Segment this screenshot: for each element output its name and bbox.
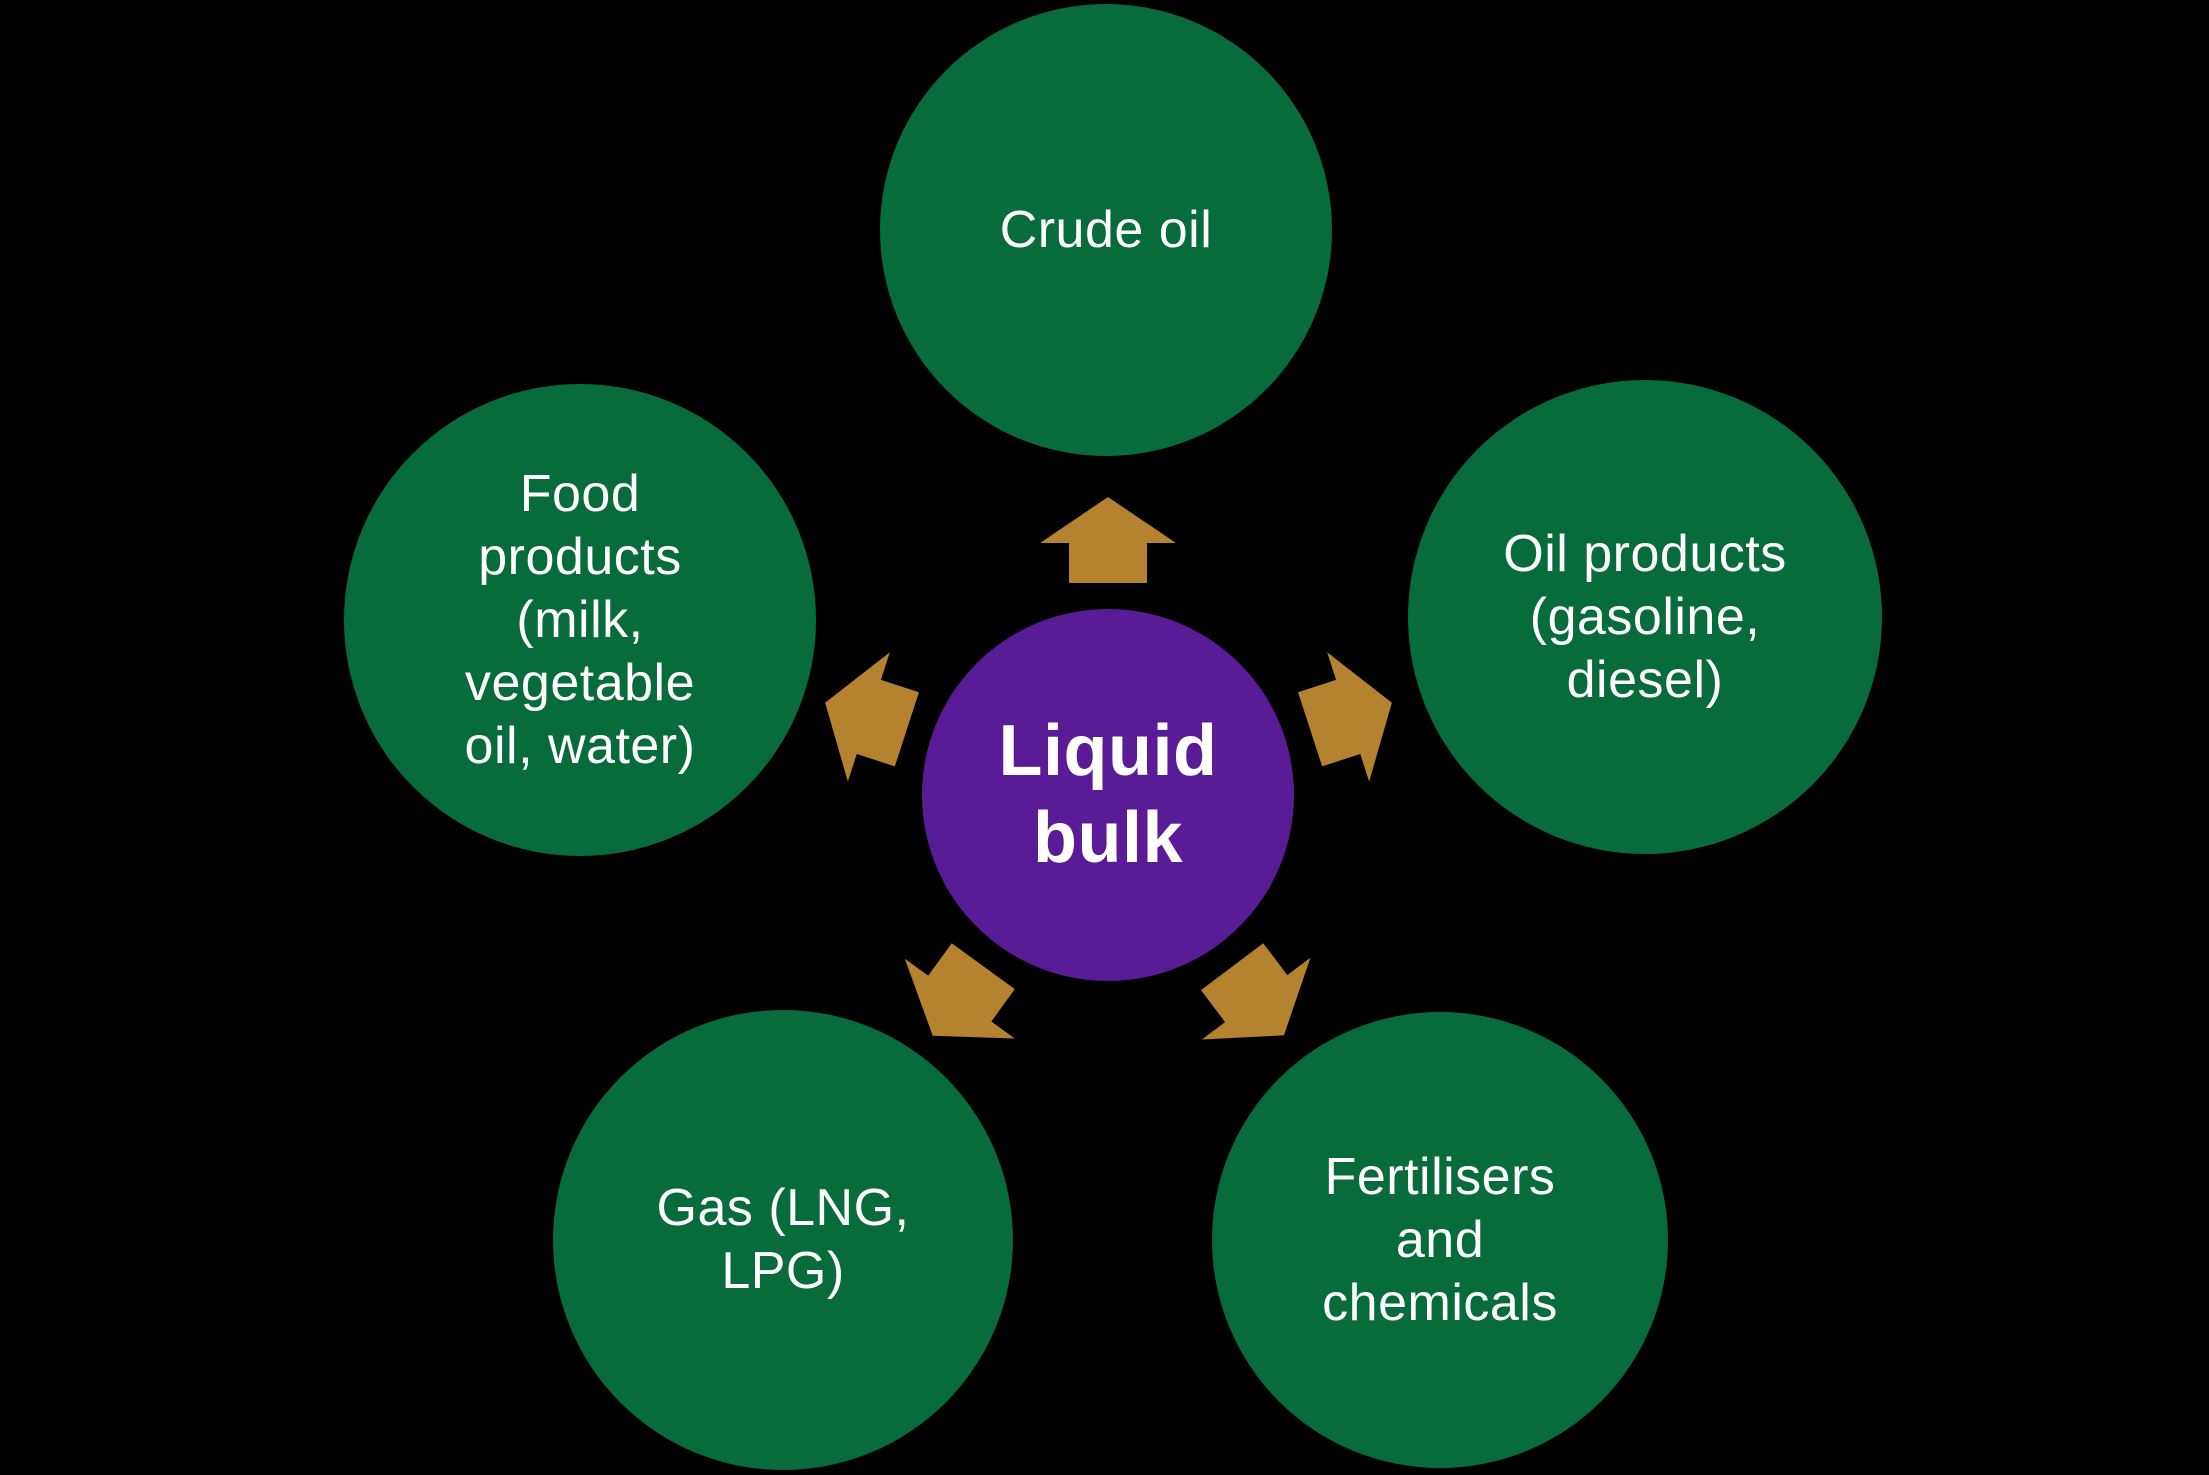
arrow-shape <box>825 652 919 782</box>
lower-right-arrow-icon <box>1200 943 1311 1040</box>
center-node-liquid-bulk: Liquid bulk <box>922 609 1294 981</box>
node-gas-label: Gas (LNG, LPG) <box>656 1179 910 1300</box>
node-gas-lng-lpg: Gas (LNG, LPG) <box>553 1010 1013 1470</box>
arrow-shape <box>1200 943 1311 1040</box>
up-arrow-icon <box>1040 497 1176 583</box>
arrow-shape <box>1298 652 1392 782</box>
center-node-label: Liquid bulk <box>998 711 1218 878</box>
node-fertilisers-and-chemicals: Fertilisers and chemicals <box>1212 1012 1668 1468</box>
lower-left-arrow-icon <box>904 943 1015 1039</box>
node-food-label: Food products (milk, vegetable oil, wate… <box>464 464 696 775</box>
upper-right-arrow-icon <box>1298 652 1392 782</box>
arrow-shape <box>1040 497 1176 583</box>
node-crude-oil-label: Crude oil <box>999 200 1213 259</box>
upper-left-arrow-icon <box>825 652 919 782</box>
node-oil-products: Oil products (gasoline, diesel) <box>1408 380 1882 854</box>
arrow-shape <box>904 943 1015 1039</box>
node-food-products: Food products (milk, vegetable oil, wate… <box>344 384 816 856</box>
node-oil-products-label: Oil products (gasoline, diesel) <box>1503 524 1787 709</box>
node-fertilisers-label: Fertilisers and chemicals <box>1322 1147 1558 1332</box>
node-crude-oil: Crude oil <box>880 4 1332 456</box>
